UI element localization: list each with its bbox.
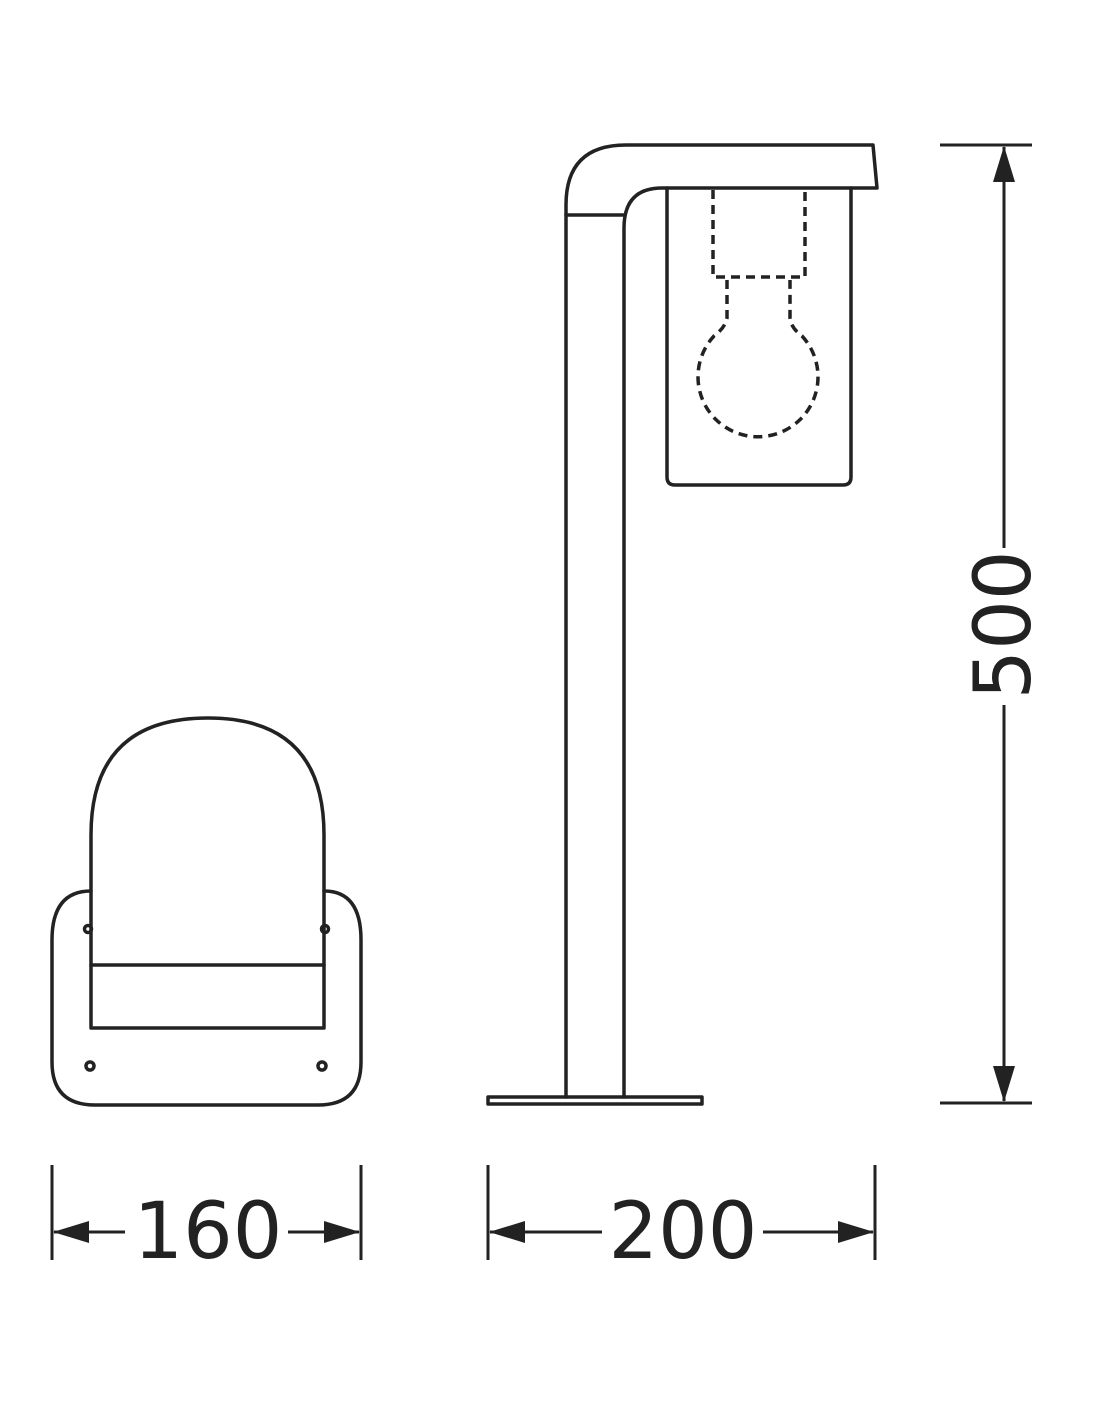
screw-hole	[319, 923, 331, 935]
screw-hole	[316, 1060, 328, 1072]
top-width-dimension: 160	[50, 1165, 363, 1277]
screw-hole	[84, 1060, 96, 1072]
screw-hole	[82, 923, 94, 935]
height-dimension: 500	[940, 143, 1049, 1105]
side-width-dimension: 200	[486, 1165, 877, 1277]
side-width-label: 200	[609, 1187, 758, 1277]
pole-and-arm	[564, 143, 879, 1099]
bulb-socket	[711, 190, 807, 279]
top-width-label: 160	[134, 1187, 283, 1277]
dome-outline	[89, 716, 326, 1030]
lantern-glass	[665, 186, 853, 487]
base-plate-outline	[50, 889, 363, 1107]
height-label: 500	[959, 551, 1049, 700]
top-view	[50, 716, 363, 1107]
bulb	[696, 280, 820, 439]
base-plate	[486, 1095, 704, 1106]
side-view	[486, 143, 879, 1106]
